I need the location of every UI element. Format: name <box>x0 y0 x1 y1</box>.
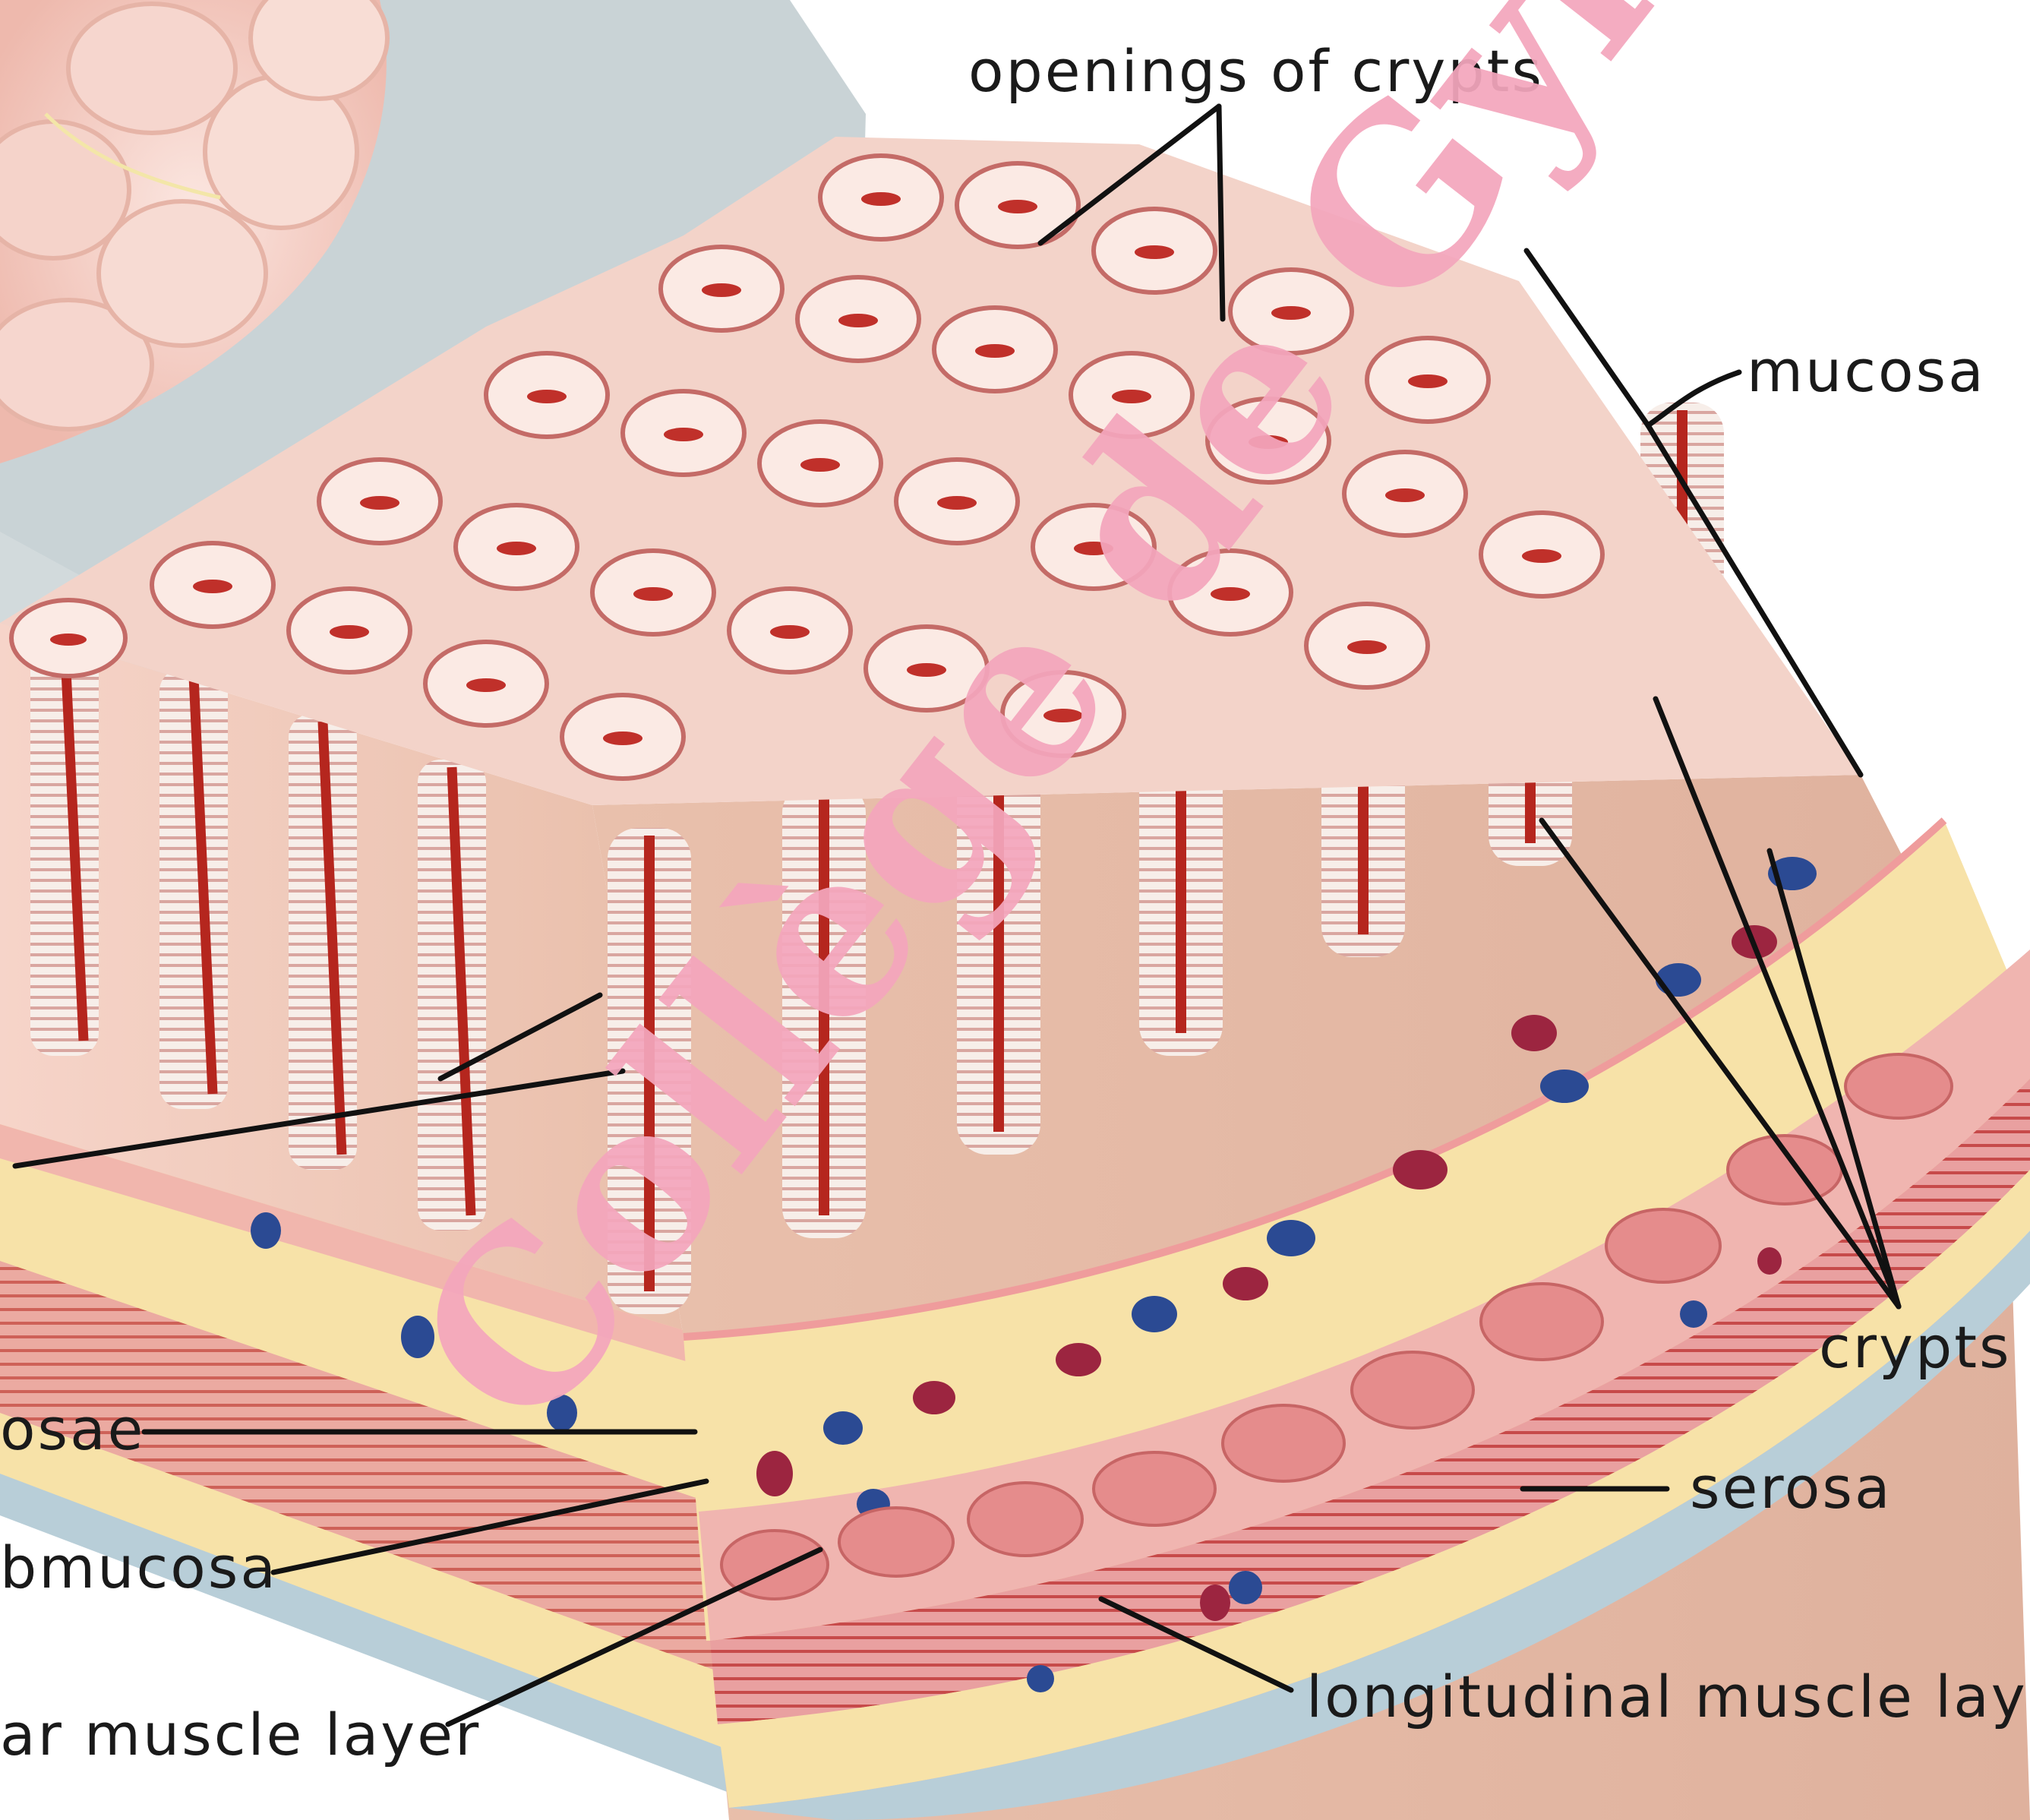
label-mucosa: mucosa <box>1747 337 1986 405</box>
label-longitudinal-muscle-layer: longitudinal muscle layer <box>1306 1663 2030 1730</box>
label-submucosa: bmucosa <box>0 1534 278 1601</box>
label-circular-muscle-layer: ar muscle layer <box>0 1701 481 1768</box>
label-crypts: crypts <box>1819 1313 2012 1381</box>
label-muscularis-mucosae: osae <box>0 1395 145 1463</box>
label-serosa: serosa <box>1690 1454 1893 1521</box>
